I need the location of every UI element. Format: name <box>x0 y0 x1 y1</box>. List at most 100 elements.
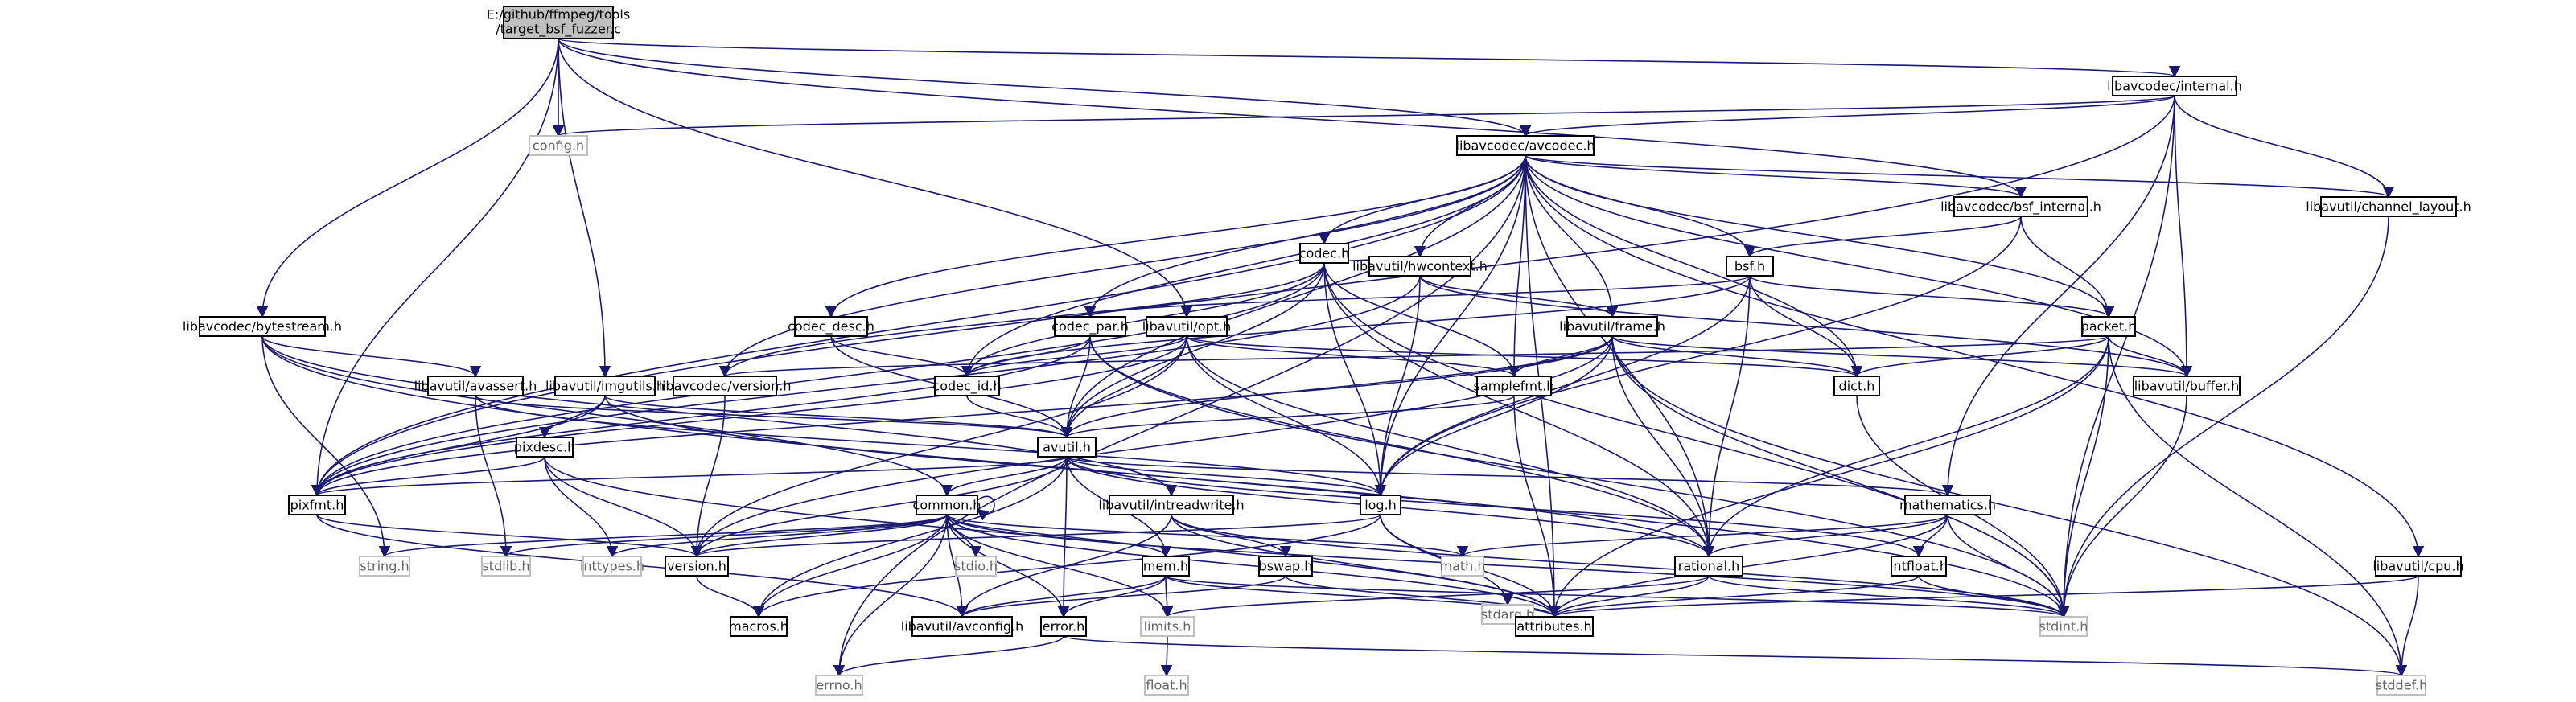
node-bsfint[interactable]: libavcodec/bsf_internal.h <box>1940 196 2101 217</box>
node-chlayout[interactable]: libavutil/channel_layout.h <box>2306 196 2471 217</box>
edge-error-to-errno <box>833 635 1064 677</box>
node-common[interactable]: common.h <box>913 495 981 515</box>
node-pixdesc[interactable]: pixdesc.h <box>514 437 575 458</box>
node-box-bytestream <box>199 316 326 337</box>
node-box-dict <box>1833 376 1880 396</box>
edge-avutil-to-log <box>1066 456 1386 497</box>
edge-opt-to-dict <box>1186 335 1862 378</box>
node-dict[interactable]: dict.h <box>1833 376 1880 396</box>
edge-avassert-to-log <box>475 395 1386 497</box>
node-macros[interactable]: macros.h <box>729 616 788 637</box>
node-mathematics[interactable]: mathematics.h <box>1899 495 1996 515</box>
node-buffer[interactable]: libavutil/buffer.h <box>2133 376 2241 396</box>
edge-avutil-to-mathematics <box>1066 456 1953 497</box>
edge-bswap-to-avconfig <box>957 575 1286 618</box>
node-cpu[interactable]: libavutil/cpu.h <box>2372 556 2464 577</box>
node-internal[interactable]: libavcodec/internal.h <box>2107 76 2242 96</box>
edge-root-to-pixfmt <box>311 38 559 497</box>
node-version[interactable]: version.h <box>665 556 729 577</box>
node-box-stringh <box>359 556 410 577</box>
node-mathh[interactable]: math.h <box>1439 556 1486 577</box>
edge-frame-to-dict <box>1611 335 1863 378</box>
node-box-stdint <box>2039 616 2088 637</box>
node-pixfmt[interactable]: pixfmt.h <box>288 495 346 515</box>
node-box-mem <box>1142 556 1190 577</box>
node-box-hwctx <box>1368 256 1471 277</box>
edge-common-to-stdlib <box>500 514 948 558</box>
node-stddef[interactable]: stddef.h <box>2376 675 2427 696</box>
node-codecdesc[interactable]: codec_desc.h <box>788 316 874 337</box>
edge-mem-to-avconfig <box>956 575 1167 618</box>
node-box-stdio <box>955 556 997 577</box>
node-box-attributes <box>1515 616 1594 637</box>
node-frame[interactable]: libavutil/frame.h <box>1559 316 1665 337</box>
edge-bsfint-to-bsf <box>1743 216 2022 258</box>
node-bsf[interactable]: bsf.h <box>1726 256 1774 277</box>
node-lavcver[interactable]: libavcodec/version.h <box>659 376 792 396</box>
node-avcodec[interactable]: libavcodec/avcodec.h <box>1456 135 1595 156</box>
edge-avcodec-to-lavcver <box>718 154 1526 378</box>
edge-root-to-avcodec <box>558 38 1531 138</box>
edge-pixdesc-to-inttypes <box>544 456 619 558</box>
edge-avutil-to-pixfmt <box>311 456 1068 497</box>
node-avassert[interactable]: libavutil/avassert.h <box>414 376 537 396</box>
node-rational[interactable]: rational.h <box>1674 556 1743 577</box>
node-avconfig[interactable]: libavutil/avconfig.h <box>901 616 1023 637</box>
node-box-bsf <box>1726 256 1774 277</box>
node-label-macros: macros.h <box>729 619 788 634</box>
node-error[interactable]: error.h <box>1040 616 1087 637</box>
edge-avcodec-to-chlayout <box>1525 154 2394 199</box>
edge-frame-to-samplefmt <box>1508 335 1613 378</box>
node-inttypes[interactable]: inttypes.h <box>580 556 644 577</box>
node-label-float: float.h <box>1146 678 1187 693</box>
node-errno[interactable]: errno.h <box>815 675 863 696</box>
edge-bsf-to-dict <box>1749 275 1863 378</box>
root-file-node[interactable]: E:/github/ffmpeg/tools /target_bsf_fuzze… <box>487 6 630 39</box>
edge-avcodec-to-pixfmt <box>311 154 1526 497</box>
node-codecpar[interactable]: codec_par.h <box>1051 316 1129 337</box>
node-label-avassert: libavutil/avassert.h <box>414 379 537 394</box>
node-label-lavcver: libavcodec/version.h <box>659 379 792 394</box>
node-label-pixdesc: pixdesc.h <box>514 440 575 455</box>
node-label-attributes: attributes.h <box>1516 619 1591 634</box>
edge-pixfmt-to-version <box>316 514 702 558</box>
node-bytestream[interactable]: libavcodec/bytestream.h <box>183 316 342 337</box>
node-log[interactable]: log.h <box>1360 495 1401 515</box>
edge-samplefmt-to-attributes <box>1513 395 1561 618</box>
edge-mathematics-to-intfloat <box>1912 514 1948 558</box>
node-mem[interactable]: mem.h <box>1142 556 1190 577</box>
node-intread[interactable]: libavutil/intreadwrite.h <box>1098 495 1245 515</box>
edge-bytestream-to-common <box>261 335 953 497</box>
node-stdio[interactable]: stdio.h <box>954 556 998 577</box>
node-label-stdio: stdio.h <box>954 559 998 574</box>
node-config[interactable]: config.h <box>529 135 588 156</box>
edge-opt-to-log <box>1186 335 1387 497</box>
node-float[interactable]: float.h <box>1144 675 1189 696</box>
node-stdint[interactable]: stdint.h <box>2039 616 2088 637</box>
node-avutil[interactable]: avutil.h <box>1037 437 1097 458</box>
node-label-internal: libavcodec/internal.h <box>2107 79 2242 94</box>
node-stringh[interactable]: string.h <box>359 556 410 577</box>
node-packet[interactable]: packet.h <box>2081 316 2137 337</box>
node-imgutils[interactable]: libavutil/imgutils.h <box>545 376 665 396</box>
edge-avcodec-to-hwctx <box>1414 154 1526 258</box>
node-hwctx[interactable]: libavutil/hwcontext.h <box>1352 256 1488 277</box>
node-bswap[interactable]: bswap.h <box>1258 556 1313 577</box>
node-stdlib[interactable]: stdlib.h <box>481 556 531 577</box>
edge-root-to-imgutils <box>558 38 611 378</box>
node-samplefmt[interactable]: samplefmt.h <box>1474 376 1555 396</box>
node-codec[interactable]: codec.h <box>1299 243 1350 264</box>
node-label-mathematics: mathematics.h <box>1899 498 1996 513</box>
node-codecid[interactable]: codec_id.h <box>932 376 1002 396</box>
node-label-version: version.h <box>667 559 726 574</box>
node-label-chlayout: libavutil/channel_layout.h <box>2306 199 2471 216</box>
node-intfloat[interactable]: intfloat.h <box>1890 556 1948 577</box>
node-attributes[interactable]: attributes.h <box>1515 616 1594 637</box>
node-limits[interactable]: limits.h <box>1140 616 1195 637</box>
edge-internal-to-config <box>553 95 2175 138</box>
node-opt[interactable]: libavutil/opt.h <box>1142 316 1231 337</box>
edge-opt-to-codecid <box>961 335 1187 378</box>
edge-common-to-mathh <box>946 514 1468 558</box>
edge-internal-to-chlayout <box>2174 95 2395 199</box>
